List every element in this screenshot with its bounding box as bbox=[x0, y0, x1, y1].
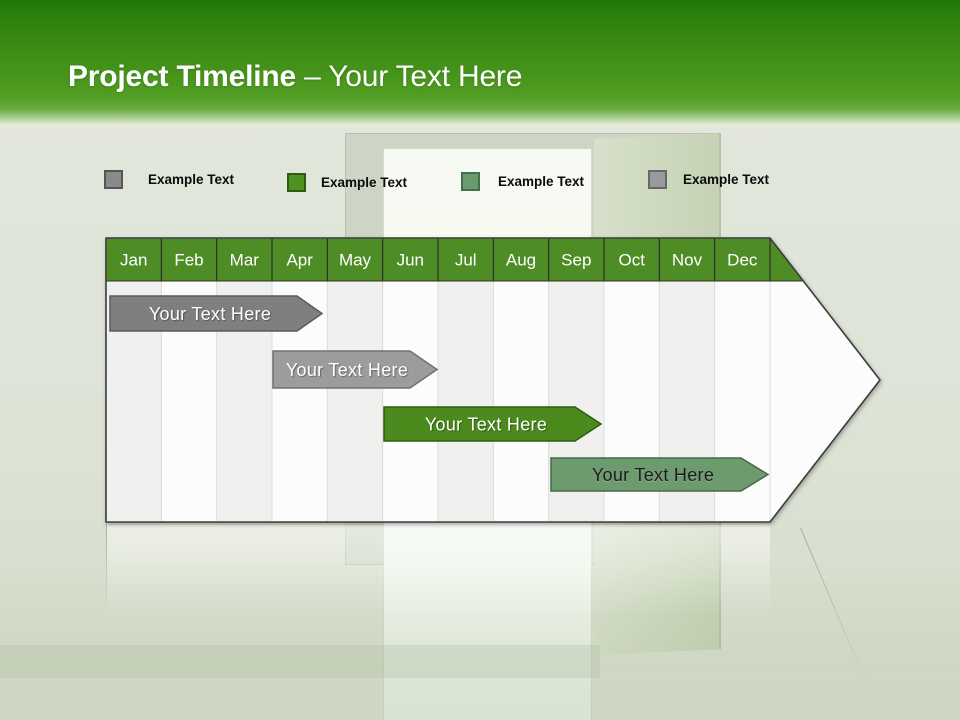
title-secondary: – Your Text Here bbox=[304, 60, 523, 93]
month-label: Sep bbox=[561, 251, 591, 270]
legend-swatch-gray-icon bbox=[104, 169, 123, 189]
month-label: Feb bbox=[174, 251, 203, 270]
legend-item-3: Example Text bbox=[461, 171, 584, 191]
month-labels: Jan Feb Mar Apr May Jun Jul Aug Sep Oct … bbox=[120, 251, 758, 270]
month-label: Apr bbox=[286, 251, 313, 270]
month-label: Oct bbox=[618, 251, 645, 270]
legend-item-4: Example Text bbox=[648, 169, 769, 189]
month-label: Nov bbox=[672, 251, 703, 270]
task-bar-label: Your Text Here bbox=[149, 304, 271, 324]
legend-swatch-gray2-icon bbox=[648, 169, 667, 189]
task-bar-label: Your Text Here bbox=[425, 415, 547, 435]
task-bar-1: Your Text Here bbox=[109, 295, 324, 332]
timeline-arrow-outline bbox=[105, 237, 882, 523]
header-cell-separators bbox=[160, 238, 771, 281]
page-title: Project Timeline – Your Text Here bbox=[68, 60, 522, 94]
month-label: Jun bbox=[397, 251, 424, 270]
task-bar-2: Your Text Here bbox=[272, 350, 439, 389]
month-label: Aug bbox=[506, 251, 536, 270]
task-bar-label: Your Text Here bbox=[592, 465, 714, 485]
month-label: Jul bbox=[455, 251, 477, 270]
month-label: Jan bbox=[120, 251, 147, 270]
timeline-chart: Jan Feb Mar Apr May Jun Jul Aug Sep Oct … bbox=[105, 237, 882, 523]
legend-label: Example Text bbox=[148, 171, 235, 187]
month-label: May bbox=[339, 251, 372, 270]
floor-band bbox=[0, 645, 600, 678]
title-primary: Project Timeline bbox=[68, 60, 296, 93]
task-bar-shape bbox=[383, 406, 603, 442]
legend-swatch-sage-icon bbox=[461, 171, 480, 191]
task-bar-shape bbox=[109, 295, 324, 332]
month-label: Mar bbox=[230, 251, 260, 270]
legend-item-1: Example Text bbox=[104, 169, 234, 189]
task-bar-4: Your Text Here bbox=[550, 457, 770, 492]
task-bar-3: Your Text Here bbox=[383, 406, 603, 442]
legend-label: Example Text bbox=[321, 174, 408, 190]
legend-label: Example Text bbox=[498, 173, 585, 189]
task-bar-shape bbox=[550, 457, 770, 492]
month-label: Dec bbox=[727, 251, 758, 270]
task-bar-label: Your Text Here bbox=[286, 360, 408, 380]
slide-header: Project Timeline – Your Text Here bbox=[0, 0, 960, 128]
legend-swatch-green-icon bbox=[287, 172, 306, 192]
legend-item-2: Example Text bbox=[287, 172, 407, 192]
timeline-reflection bbox=[106, 525, 770, 617]
task-bar-shape bbox=[272, 350, 439, 389]
legend-label: Example Text bbox=[683, 171, 770, 187]
timeline-reflection-edge bbox=[106, 524, 107, 616]
